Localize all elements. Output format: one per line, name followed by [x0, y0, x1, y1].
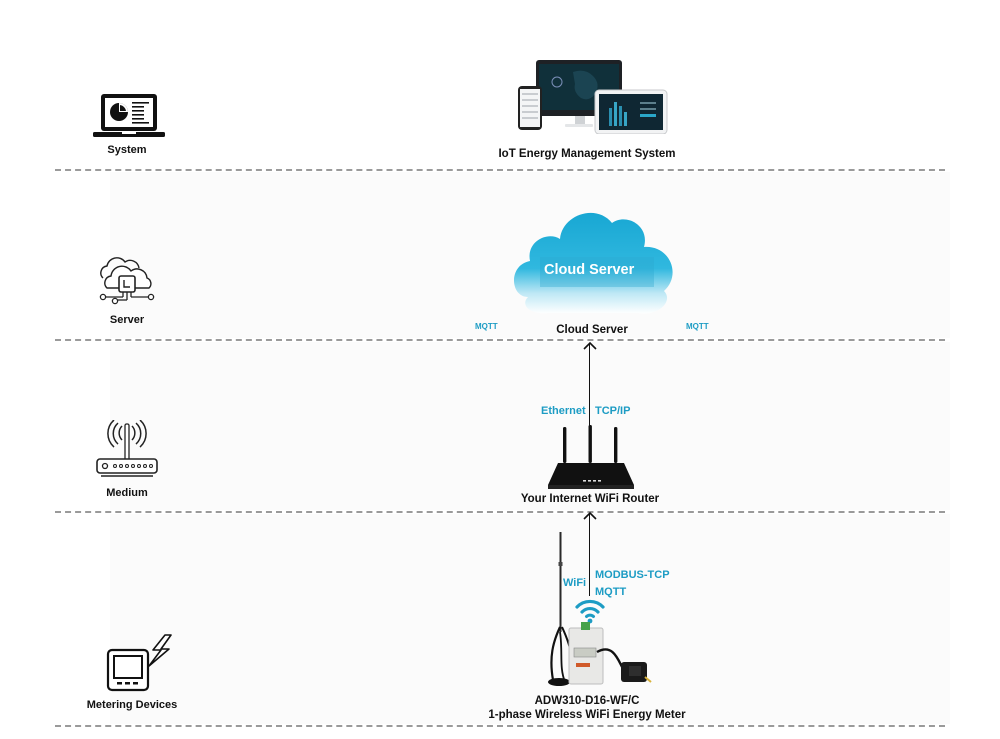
- layer-divider: [55, 339, 945, 341]
- system-caption: IoT Energy Management System: [498, 148, 676, 160]
- layer-divider: [55, 169, 945, 171]
- arrow-up-icon: [583, 341, 597, 350]
- layer-background-device: [110, 514, 950, 724]
- connection-line-meter-to-router: [589, 514, 590, 596]
- layer-label-server: Server: [109, 314, 145, 326]
- meter-lightning-icon: [106, 634, 172, 692]
- arrow-up-icon: [583, 511, 597, 520]
- connection-line-router-to-cloud: [589, 344, 590, 434]
- cloud-server-text: Cloud Server: [544, 262, 635, 278]
- server-caption: Cloud Server: [556, 324, 628, 336]
- wifi-router-graphic: [548, 425, 634, 489]
- link-label-wifi: WiFi: [563, 577, 587, 589]
- protocol-label-modbus-tcp: MODBUS-TCP: [595, 569, 670, 581]
- laptop-chart-icon: [93, 94, 165, 137]
- protocol-label-mqtt-left: MQTT: [475, 322, 498, 331]
- protocol-label-tcp-ip: TCP/IP: [595, 405, 631, 417]
- router-icon: [96, 420, 158, 477]
- layer-background-medium: [110, 342, 950, 510]
- protocol-label-ethernet: Ethernet: [541, 405, 586, 417]
- layer-label-medium: Medium: [106, 487, 148, 499]
- layer-label-metering-devices: Metering Devices: [86, 699, 178, 711]
- router-caption: Your Internet WiFi Router: [520, 493, 660, 505]
- wifi-signal-icon: [575, 599, 605, 624]
- protocol-label-mqtt-right: MQTT: [686, 322, 709, 331]
- protocol-label-mqtt: MQTT: [595, 586, 627, 598]
- layer-label-system: System: [107, 144, 147, 156]
- devices-dashboard-icon: [518, 60, 668, 134]
- layer-divider: [55, 511, 945, 513]
- cloud-server-icon: [99, 257, 155, 305]
- layer-divider: [55, 725, 945, 727]
- meter-model: ADW310-D16-WF/C: [534, 695, 640, 707]
- meter-description: 1-phase Wireless WiFi Energy Meter: [488, 709, 686, 721]
- energy-meter-graphic: [548, 532, 652, 686]
- cloud-server-graphic: [514, 212, 673, 314]
